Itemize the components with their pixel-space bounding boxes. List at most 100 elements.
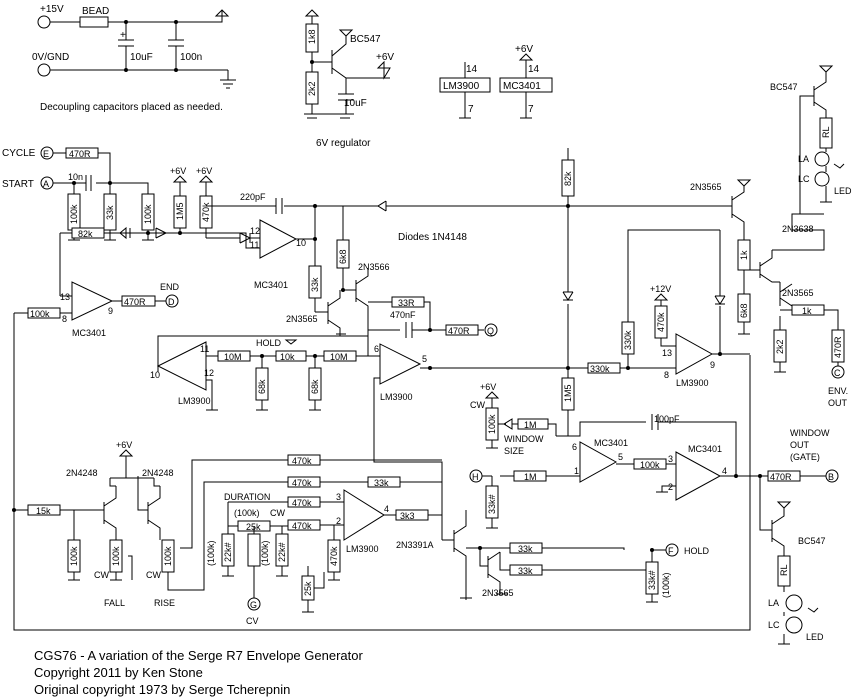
svg-text:82k: 82k [563,171,573,186]
svg-text:100k: 100k [111,546,121,566]
diodes-note: Diodes 1N4148 [398,232,467,243]
svg-text:470k: 470k [292,521,312,531]
svg-text:5: 5 [618,452,623,462]
label-c2: 100n [180,52,202,63]
svg-text:25k: 25k [303,581,313,596]
label-end: END [160,282,180,292]
svg-text:22k#: 22k# [223,542,233,562]
svg-text:33k: 33k [374,478,389,488]
ic-lm3900-d: LM3900 [346,544,379,554]
svg-text:(100k): (100k) [260,540,270,566]
svg-text:100k: 100k [640,460,660,470]
svg-text:470R: 470R [124,297,146,307]
svg-text:RISE: RISE [154,598,175,608]
svg-text:C: C [834,368,841,378]
svg-text:1M: 1M [524,472,537,482]
credit-copyright: Copyright 2011 by Ken Stone [34,665,203,680]
svg-text:6k8: 6k8 [338,249,348,264]
svg-text:100k: 100k [30,309,50,319]
svg-text:+12V: +12V [650,284,671,294]
svg-text:2: 2 [336,516,341,526]
svg-text:11: 11 [200,344,209,354]
svg-text:H: H [472,472,479,482]
svg-text:G: G [250,600,257,610]
svg-text:8: 8 [62,314,67,324]
svg-text:4: 4 [384,504,389,514]
credit-original: Original copyright 1973 by Serge Tcherep… [34,682,290,697]
duration-section: 470k 470k 470k 470k 33k DURATION (100k) … [206,454,442,626]
svg-text:OUT: OUT [790,440,810,450]
svg-text:B: B [828,472,834,482]
svg-text:470R: 470R [448,326,470,336]
svg-text:CW: CW [470,400,485,410]
svg-text:470k: 470k [292,478,312,488]
svg-text:(GATE): (GATE) [790,452,820,462]
svg-text:4: 4 [722,466,727,476]
svg-text:10n: 10n [68,172,83,182]
svg-text:RL: RL [779,564,789,576]
input-section: CYCLE E START A 470R 10n 100k 33k 100k [2,146,155,241]
svg-text:8: 8 [664,370,669,380]
svg-text:5: 5 [422,354,427,364]
svg-text:33k: 33k [105,205,115,220]
svg-text:HOLD: HOLD [684,546,710,556]
svg-text:10: 10 [296,238,306,248]
svg-text:2N3565: 2N3565 [690,182,722,192]
svg-text:2N4248: 2N4248 [142,468,174,478]
svg-text:(100k): (100k) [234,508,260,518]
svg-text:LED: LED [806,632,824,642]
svg-text:33R: 33R [398,298,415,308]
svg-text:100k: 100k [487,414,497,434]
svg-text:1M5: 1M5 [563,384,573,402]
credit-title: CGS76 - A variation of the Serge R7 Enve… [34,648,363,663]
svg-text:LC: LC [798,174,810,184]
svg-text:1k: 1k [802,306,812,316]
svg-text:LED: LED [834,186,852,196]
svg-text:3: 3 [668,454,673,464]
label-gnd: 0V/GND [32,52,69,63]
svg-text:2N3391A: 2N3391A [396,540,434,550]
svg-text:10k: 10k [280,352,295,362]
ic-lm3900-a: LM3900 [178,396,211,406]
window-section: 1M5 +6V 100k CW 1M WINDOW SIZE 100pF 6 5… [469,368,839,645]
transistor-network-a: 33k 6k8 2N3566 2N3565 33R 470nF 470R Q D… [286,206,498,338]
svg-text:1k: 1k [739,250,749,260]
svg-text:SIZE: SIZE [504,446,524,456]
svg-text:D: D [168,297,175,307]
svg-text:+6V: +6V [170,166,186,176]
svg-text:13: 13 [662,348,672,358]
svg-text:33k: 33k [518,566,533,576]
decoupling-note: Decoupling capacitors placed as needed. [40,102,223,113]
label-start: START [2,179,34,190]
svg-text:2k2: 2k2 [775,339,785,354]
svg-text:LC: LC [768,620,780,630]
svg-text:ENV.: ENV. [828,386,848,396]
label-bead: BEAD [82,6,109,17]
svg-text:RL: RL [821,126,831,138]
svg-text:1k8: 1k8 [307,29,317,44]
svg-text:(100k): (100k) [206,540,216,566]
svg-text:15k: 15k [36,506,51,516]
svg-text:CV: CV [246,616,259,626]
svg-text:A: A [43,179,49,189]
svg-text:+6V: +6V [196,166,212,176]
svg-text:470R: 470R [69,149,91,159]
ic-mc3401-b: MC3401 [72,328,106,338]
ic-lm3900-b: LM3900 [380,392,413,402]
svg-text:+: + [120,30,126,41]
svg-text:470k: 470k [201,202,211,222]
svg-text:330k: 330k [590,364,610,374]
svg-text:33k: 33k [310,277,320,292]
svg-text:1M5: 1M5 [175,202,185,220]
label-cycle: CYCLE [2,148,36,159]
svg-text:470k: 470k [292,456,312,466]
ic-lm3900-c: LM3900 [676,378,709,388]
regulator-transistor: BC547 [350,34,381,45]
label-c1: 10uF [130,52,153,63]
svg-text:LA: LA [798,154,809,164]
svg-text:+6V: +6V [376,52,394,63]
svg-text:9: 9 [710,360,715,370]
svg-text:470R: 470R [833,336,843,358]
svg-text:12: 12 [250,226,260,236]
